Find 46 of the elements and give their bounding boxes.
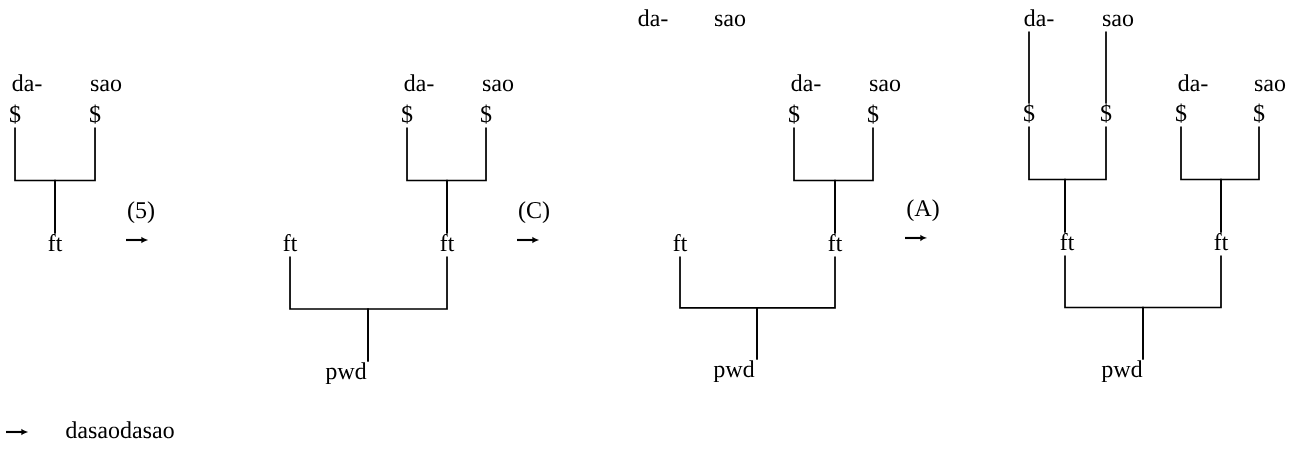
tree-node-label: ft — [1214, 233, 1229, 251]
tree-node-label: sao — [1255, 79, 1286, 92]
tree-node-label: ft — [440, 234, 455, 252]
tree-branch — [756, 255, 836, 361]
tree-node-label: sao — [715, 14, 746, 27]
tree-node-label: da- — [1178, 74, 1208, 92]
tree-node-label: da- — [638, 9, 668, 27]
tree-node-label: $ — [10, 104, 21, 124]
tree-node-label: $ — [402, 104, 413, 124]
output-form: dasaodasao — [66, 421, 174, 439]
tree-branch — [1142, 254, 1222, 361]
tree-branch — [1028, 30, 1030, 105]
rule-label: (C) — [519, 201, 549, 224]
tree-node-label: $ — [1101, 103, 1112, 123]
tree-node-label: pwd — [325, 362, 367, 385]
tree-node-label: $ — [1254, 103, 1265, 123]
tree-node-label: sao — [870, 79, 901, 92]
tree-node-label: $ — [1024, 103, 1035, 123]
tree-node-label: ft — [48, 234, 63, 252]
tree-branch — [1064, 125, 1107, 234]
tree-node-label: $ — [868, 104, 879, 124]
tree-node-label: ft — [673, 234, 688, 252]
tree-node-label: $ — [90, 104, 101, 124]
tree-branch — [834, 126, 874, 235]
tree-node-label: ft — [828, 234, 843, 252]
tree-node-label: ft — [283, 234, 298, 252]
tree-node-label: sao — [483, 79, 514, 92]
tree-node-label: pwd — [713, 360, 755, 383]
tree-node-label: sao — [91, 79, 122, 92]
rule-label: (5) — [128, 201, 154, 224]
tree-node-label: ft — [1060, 233, 1075, 251]
tree-node-label: pwd — [1101, 360, 1143, 383]
tree-node-label: sao — [1103, 14, 1134, 27]
tree-node-label: da- — [404, 74, 434, 92]
tree-node-label: da- — [1024, 9, 1054, 27]
rule-label: (A) — [907, 199, 939, 222]
tree-branch — [446, 126, 487, 235]
tree-branch — [54, 126, 96, 235]
tree-node-label: $ — [481, 104, 492, 124]
tree-node-label: $ — [1176, 103, 1187, 123]
tree-node-label: da- — [791, 74, 821, 92]
tree-node-label: $ — [789, 104, 800, 124]
tree-branch — [1105, 30, 1107, 105]
tree-node-label: da- — [12, 74, 42, 92]
tree-branch — [1220, 125, 1260, 234]
tree-branch — [367, 255, 448, 363]
